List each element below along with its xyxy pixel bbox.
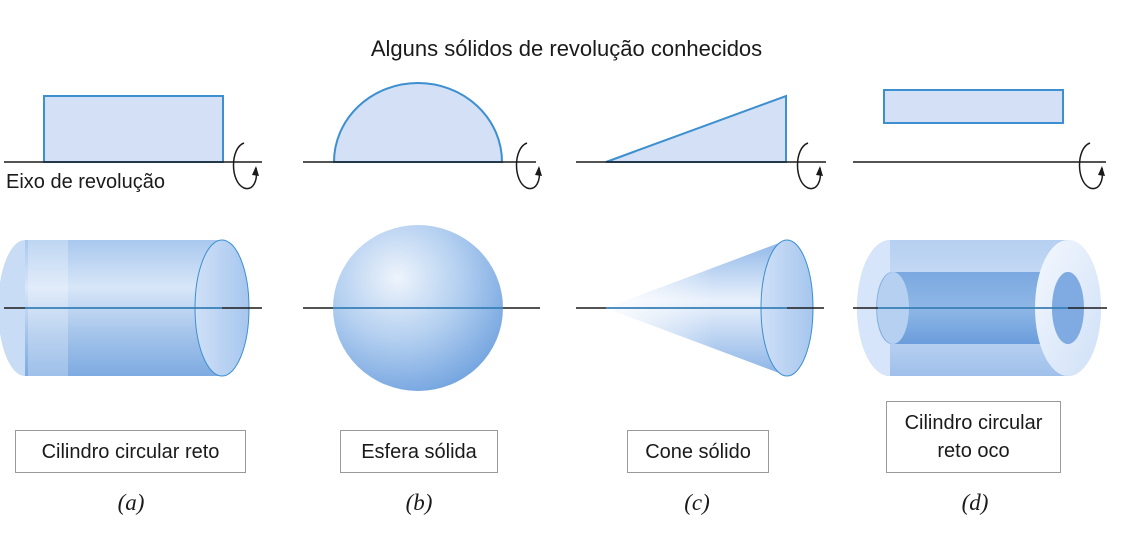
panel-c xyxy=(576,94,826,377)
rotation-arrow-icon xyxy=(1078,142,1105,190)
profile-semicircle-b xyxy=(332,82,504,163)
subfigure-label-d: (d) xyxy=(961,490,989,515)
solid-cylinder-a xyxy=(0,239,250,377)
subfigure-label-b: (b) xyxy=(405,490,433,515)
shape-name-line-1: Cilindro circular xyxy=(904,412,1043,434)
rotation-arrow-icon xyxy=(515,142,542,190)
panel-d xyxy=(853,89,1107,376)
figure-title: Alguns sólidos de revolução conhecidos xyxy=(370,36,763,61)
shape-name-box-a: Cilindro circular reto xyxy=(15,430,246,473)
rotation-arrow-icon xyxy=(796,142,823,190)
subfigure-label-a: (a) xyxy=(117,490,145,515)
panel-b xyxy=(303,82,542,391)
shape-name-box-d: Cilindro circular reto oco xyxy=(886,401,1061,473)
shape-name-box-c: Cone sólido xyxy=(627,430,769,473)
axis-caption: Eixo de revolução xyxy=(6,171,165,193)
shape-name-line-2: reto oco xyxy=(937,440,1010,462)
panel-a xyxy=(0,95,262,377)
subfigure-label-c: (c) xyxy=(684,490,710,515)
shape-name-box-b: Esfera sólida xyxy=(340,430,498,473)
profile-offset-rectangle-d xyxy=(883,89,1064,124)
profile-triangle-c xyxy=(605,94,787,163)
rotation-arrow-icon xyxy=(232,142,259,190)
profile-rectangle-a xyxy=(43,95,224,163)
